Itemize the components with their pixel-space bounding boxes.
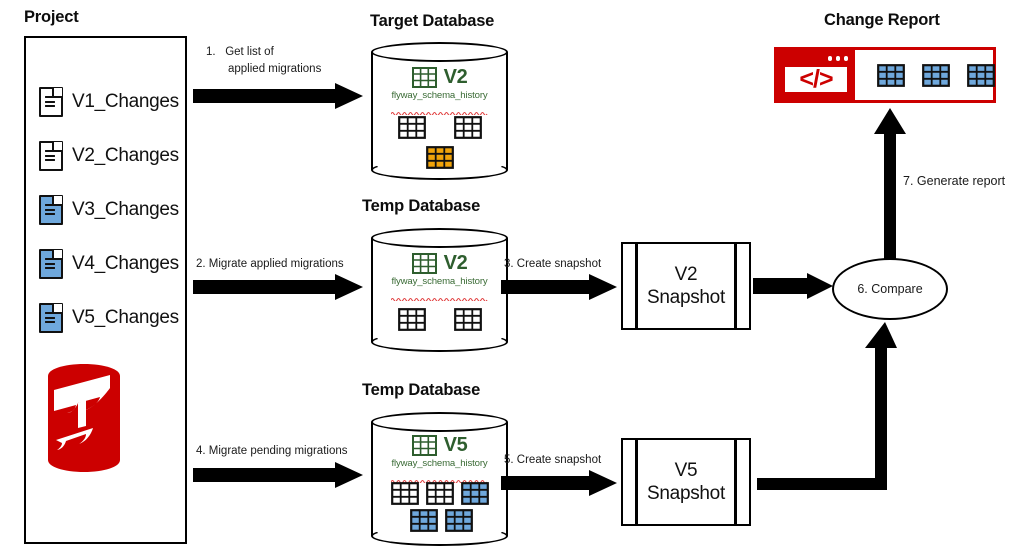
step-4-label: 4. Migrate pending migrations — [196, 445, 348, 457]
target-tables-row-2 — [371, 146, 508, 169]
arrow-step-2 — [193, 274, 363, 305]
schema-version: V2 — [443, 66, 468, 88]
step-1-number: 1. — [206, 46, 216, 58]
temp-database-applied-heading: Temp Database — [362, 197, 481, 215]
flyway-logo — [48, 364, 120, 472]
table-icon-new — [410, 509, 438, 532]
window-dots-icon — [827, 56, 848, 61]
schema-history-row: V5 — [371, 434, 508, 457]
table-icon — [425, 482, 454, 505]
spellcheck-underline — [390, 470, 489, 484]
temp-database-pending-cylinder: V5 flyway_schema_history — [371, 412, 508, 546]
spellcheck-underline — [390, 288, 489, 302]
document-icon — [39, 195, 63, 225]
temp-pending-tables-row-2 — [371, 509, 508, 532]
step-5-label: 5. Create snapshot — [504, 454, 602, 466]
arrow-step-4 — [193, 462, 363, 493]
v5-snapshot-line1: V5 — [674, 459, 698, 481]
step-1-line1: Get list of — [225, 46, 274, 58]
step-1-label: 1. Get list of applied migrations — [206, 44, 321, 77]
temp-pending-tables-row-1 — [371, 482, 508, 505]
step-1-line2: applied migrations — [228, 62, 322, 75]
temp-database-pending-heading: Temp Database — [362, 381, 481, 399]
schema-version: V5 — [443, 434, 468, 456]
table-icon — [453, 308, 482, 331]
list-item-label: V2_Changes — [72, 145, 179, 166]
v5-snapshot-line2: Snapshot — [647, 483, 725, 504]
list-item[interactable]: V1_Changes — [39, 87, 179, 117]
table-icon-new — [460, 482, 489, 505]
table-icon — [390, 482, 419, 505]
step-3-label: 3. Create snapshot — [504, 258, 602, 270]
list-item-label: V3_Changes — [72, 199, 179, 220]
v2-snapshot-line2: Snapshot — [647, 287, 725, 308]
compare-label: 6. Compare — [857, 282, 923, 296]
project-heading: Project — [24, 8, 79, 26]
list-item[interactable]: V2_Changes — [39, 141, 179, 171]
arrow-v2-to-compare — [753, 273, 833, 304]
v2-snapshot-label: V2 Snapshot — [647, 263, 725, 309]
code-glyph-icon: </> — [799, 65, 833, 93]
table-icon — [397, 116, 426, 139]
table-icon — [397, 308, 426, 331]
arrow-step-3 — [501, 274, 617, 305]
code-window-icon: </> — [777, 50, 855, 100]
report-tables-row — [863, 50, 995, 100]
list-item[interactable]: V3_Changes — [39, 195, 179, 225]
v5-snapshot-label: V5 Snapshot — [647, 459, 725, 505]
step-7-label: 7. Generate report — [903, 174, 1006, 188]
temp-database-applied-cylinder: V2 flyway_schema_history — [371, 228, 508, 352]
list-item-label: V5_Changes — [72, 307, 179, 328]
table-icon-changed — [967, 63, 995, 87]
arrow-v5-to-compare — [757, 320, 897, 507]
table-icon-new — [445, 509, 473, 532]
target-database-heading: Target Database — [370, 12, 495, 30]
arrow-step-1 — [193, 83, 363, 114]
target-tables-row-1 — [371, 116, 508, 139]
table-icon-changed — [922, 63, 950, 87]
list-item-label: V1_Changes — [72, 91, 179, 112]
schema-history-name: flyway_schema_history — [391, 458, 488, 469]
v2-snapshot-node: V2 Snapshot — [621, 242, 751, 330]
temp-applied-tables-row — [371, 308, 508, 331]
v2-snapshot-line1: V2 — [674, 263, 698, 285]
list-item[interactable]: V5_Changes — [39, 303, 179, 333]
table-icon-changed — [425, 146, 454, 169]
table-icon — [453, 116, 482, 139]
table-icon — [411, 435, 437, 456]
schema-history-row: V2 — [371, 252, 508, 275]
schema-history-name: flyway_schema_history — [391, 90, 488, 101]
change-report-box: </> — [774, 47, 996, 103]
schema-version: V2 — [443, 252, 468, 274]
schema-history-name: flyway_schema_history — [391, 276, 488, 287]
table-icon — [411, 253, 437, 274]
code-panel: </> — [785, 67, 847, 92]
step-2-label: 2. Migrate applied migrations — [196, 258, 344, 270]
document-icon — [39, 249, 63, 279]
table-icon — [411, 67, 437, 88]
list-item[interactable]: V4_Changes — [39, 249, 179, 279]
v5-snapshot-node: V5 Snapshot — [621, 438, 751, 526]
document-icon — [39, 303, 63, 333]
document-icon — [39, 87, 63, 117]
target-database-cylinder: V2 flyway_schema_history — [371, 42, 508, 180]
table-icon-changed — [877, 63, 905, 87]
schema-history-row: V2 — [371, 66, 508, 89]
arrow-step-5 — [501, 470, 617, 501]
arrow-step-7 — [874, 108, 906, 265]
document-icon — [39, 141, 63, 171]
compare-node[interactable]: 6. Compare — [832, 258, 948, 320]
list-item-label: V4_Changes — [72, 253, 179, 274]
change-report-heading: Change Report — [824, 11, 940, 29]
spellcheck-underline — [390, 102, 489, 116]
